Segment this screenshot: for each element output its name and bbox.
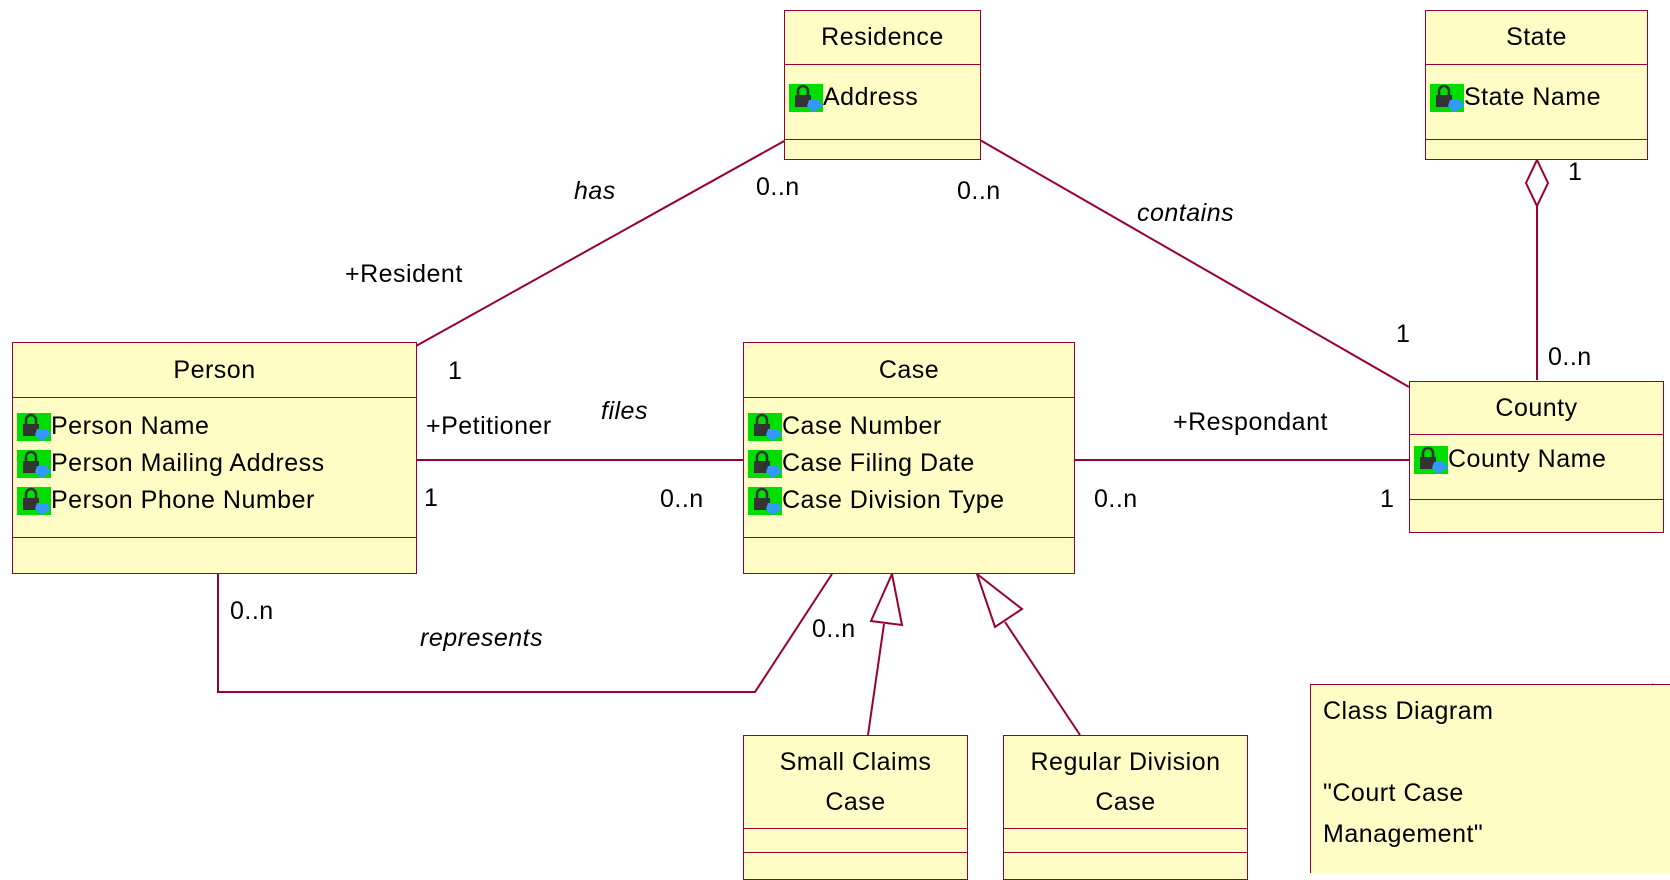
label-petitioner-role: +Petitioner [426, 412, 552, 440]
association-represents [217, 573, 833, 693]
class-county-name: County [1410, 382, 1663, 435]
class-regular-division-case[interactable]: Regular Division Case [1003, 735, 1248, 880]
label-has-mult-residence: 0..n [756, 173, 800, 201]
label-has: has [574, 177, 616, 205]
class-small-claims-name-line2: Case [825, 788, 886, 816]
attribute-person-mailing-address: Person Mailing Address [51, 449, 325, 477]
label-files-case-mult: 0..n [660, 485, 704, 513]
association-contains [979, 139, 1410, 388]
generalization-arrow-regular-division [974, 571, 1024, 629]
label-contains-mult-county: 1 [1396, 320, 1411, 348]
class-small-claims-name-line1: Small Claims [779, 748, 932, 776]
attribute-state-name: State Name [1464, 83, 1602, 111]
class-residence-name: Residence [785, 11, 980, 65]
attribute-lock-icon [748, 449, 782, 478]
label-represents-person-mult: 0..n [230, 597, 274, 625]
attribute-row: Case Filing Date [748, 445, 1074, 482]
note-line2: "Court Case [1323, 779, 1464, 807]
attribute-row: State Name [1430, 79, 1647, 116]
attribute-row: Person Mailing Address [17, 445, 416, 482]
attribute-row: Person Name [17, 408, 416, 445]
class-regular-division-name-line1: Regular Division [1030, 748, 1221, 776]
attribute-row: Address [789, 79, 980, 116]
class-regular-division-name-line2: Case [1095, 788, 1156, 816]
attribute-county-name: County Name [1448, 445, 1607, 473]
attribute-case-number: Case Number [782, 412, 942, 440]
attribute-person-name: Person Name [51, 412, 210, 440]
generalization-regular-division [1004, 621, 1081, 736]
attribute-lock-icon [789, 83, 823, 112]
label-represents-case-mult: 0..n [812, 615, 856, 643]
class-state-name: State [1426, 11, 1647, 65]
attribute-lock-icon [17, 449, 51, 478]
attribute-lock-icon [1430, 83, 1464, 112]
label-files: files [601, 397, 648, 425]
attribute-address: Address [823, 83, 919, 111]
attribute-lock-icon [748, 486, 782, 515]
class-case[interactable]: Case Case Number Case Filing Date Case D… [743, 342, 1075, 574]
label-respondant-county-mult: 1 [1380, 485, 1395, 513]
label-petitioner-mult: 1 [424, 484, 439, 512]
label-represents: represents [420, 624, 544, 652]
attribute-lock-icon [17, 486, 51, 515]
label-state-mult: 1 [1568, 158, 1583, 186]
label-contains: contains [1137, 199, 1235, 227]
label-respondant-role: +Respondant [1173, 408, 1328, 436]
generalization-arrow-small-claims [869, 570, 904, 627]
attribute-lock-icon [748, 412, 782, 441]
attribute-row: Person Phone Number [17, 482, 416, 519]
note-line1: Class Diagram [1323, 697, 1494, 725]
attribute-case-filing-date: Case Filing Date [782, 449, 975, 477]
diagram-note[interactable]: Class Diagram "Court Case Management" [1310, 684, 1670, 873]
label-resident-role: +Resident [345, 260, 463, 288]
attribute-lock-icon [17, 412, 51, 441]
attribute-lock-icon [1414, 445, 1448, 474]
attribute-case-division-type: Case Division Type [782, 486, 1005, 514]
class-small-claims-case[interactable]: Small Claims Case [743, 735, 968, 880]
class-person-name: Person [13, 343, 416, 398]
generalization-small-claims [867, 623, 885, 736]
class-county[interactable]: County County Name [1409, 381, 1664, 533]
class-small-claims-name: Small Claims Case [744, 736, 967, 829]
class-case-name: Case [744, 343, 1074, 398]
attribute-row: County Name [1414, 441, 1663, 478]
label-resident-mult: 1 [448, 357, 463, 385]
note-text: Class Diagram "Court Case Management" [1323, 691, 1493, 855]
label-respondant-case-mult: 0..n [1094, 485, 1138, 513]
association-has [415, 139, 787, 347]
class-state[interactable]: State State Name [1425, 10, 1648, 160]
class-residence[interactable]: Residence Address [784, 10, 981, 160]
attribute-row: Case Number [748, 408, 1074, 445]
attribute-person-phone-number: Person Phone Number [51, 486, 315, 514]
label-contains-mult-residence: 0..n [957, 177, 1001, 205]
aggregation-diamond [1524, 157, 1550, 209]
attribute-row: Case Division Type [748, 482, 1074, 519]
label-county-mult: 0..n [1548, 343, 1592, 371]
class-regular-division-name: Regular Division Case [1004, 736, 1247, 829]
class-person[interactable]: Person Person Name Person Mailing Addres… [12, 342, 417, 574]
note-line3: Management" [1323, 820, 1484, 848]
